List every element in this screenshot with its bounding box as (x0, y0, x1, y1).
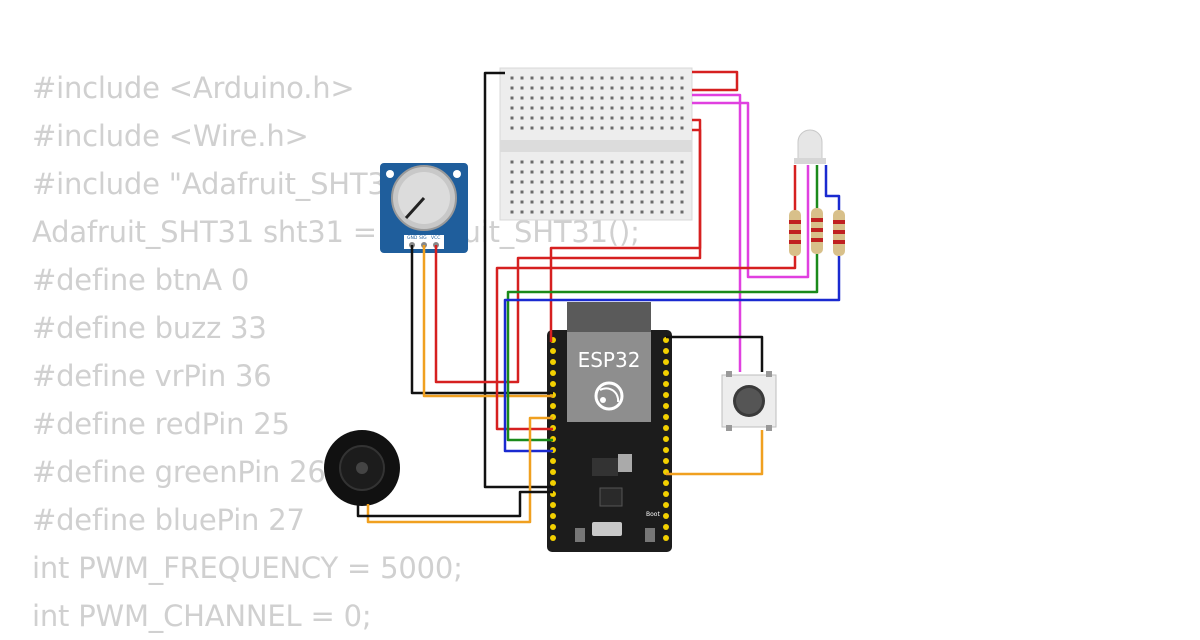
resistor-red[interactable] (789, 210, 801, 256)
code-line: #include <Wire.h> (32, 119, 309, 153)
code-line: #include <Arduino.h> (32, 71, 355, 105)
code-line: int PWM_CHANNEL = 0; (32, 599, 372, 633)
breadboard-holes (510, 76, 684, 214)
code-line: #define btnA 0 (32, 263, 250, 297)
pot-pin-gnd: GND (407, 235, 418, 241)
code-line: int PWM_FREQUENCY = 5000; (32, 551, 463, 585)
potentiometer[interactable]: GND SIG VCC (380, 163, 468, 253)
wire-red-rail-esp (549, 128, 702, 342)
wire-green-g-esp (506, 254, 819, 442)
wire-red-r-esp (495, 256, 797, 431)
esp32-board[interactable]: ESP32 Boot (547, 302, 672, 552)
wire-red-pot-vcc (434, 118, 702, 384)
code-line: #define buzz 33 (32, 311, 267, 345)
wire-black-button-gnd (666, 335, 764, 372)
wire-black-buzzer (356, 490, 553, 518)
code-line: #define redPin 25 (32, 407, 290, 441)
code-line: #define bluePin 27 (32, 503, 305, 537)
wire-red-rail (692, 70, 739, 92)
pin-header-left (550, 337, 556, 541)
esp32-label: ESP32 (578, 348, 641, 372)
wire-magenta-led (692, 101, 810, 279)
wire-blue-led-b (824, 165, 841, 210)
wire-orange-pot-sig (422, 245, 553, 398)
potentiometer-knob-icon[interactable] (391, 165, 457, 231)
pot-pin-sig: SIG (419, 235, 427, 241)
esp32-logo-icon (594, 381, 624, 411)
buzzer-icon[interactable] (324, 430, 400, 506)
wire-orange-button (666, 430, 764, 476)
wire-blue-b-esp (503, 256, 841, 453)
code-line: #define greenPin 26 (32, 455, 326, 489)
resistor-blue[interactable] (833, 210, 845, 256)
resistor-green[interactable] (811, 208, 823, 254)
code-line: #define vrPin 36 (32, 359, 272, 393)
boot-label: Boot (646, 511, 660, 518)
wires (356, 70, 841, 524)
pushbutton-icon[interactable] (721, 371, 777, 431)
wire-black-gnd-rail (483, 71, 553, 489)
breadboard[interactable] (499, 67, 693, 221)
pot-pin-vcc: VCC (431, 235, 440, 241)
pin-header-right (663, 337, 669, 541)
usb-port (592, 522, 622, 536)
wire-magenta-button (692, 93, 742, 372)
rgb-led-icon[interactable] (794, 129, 826, 164)
